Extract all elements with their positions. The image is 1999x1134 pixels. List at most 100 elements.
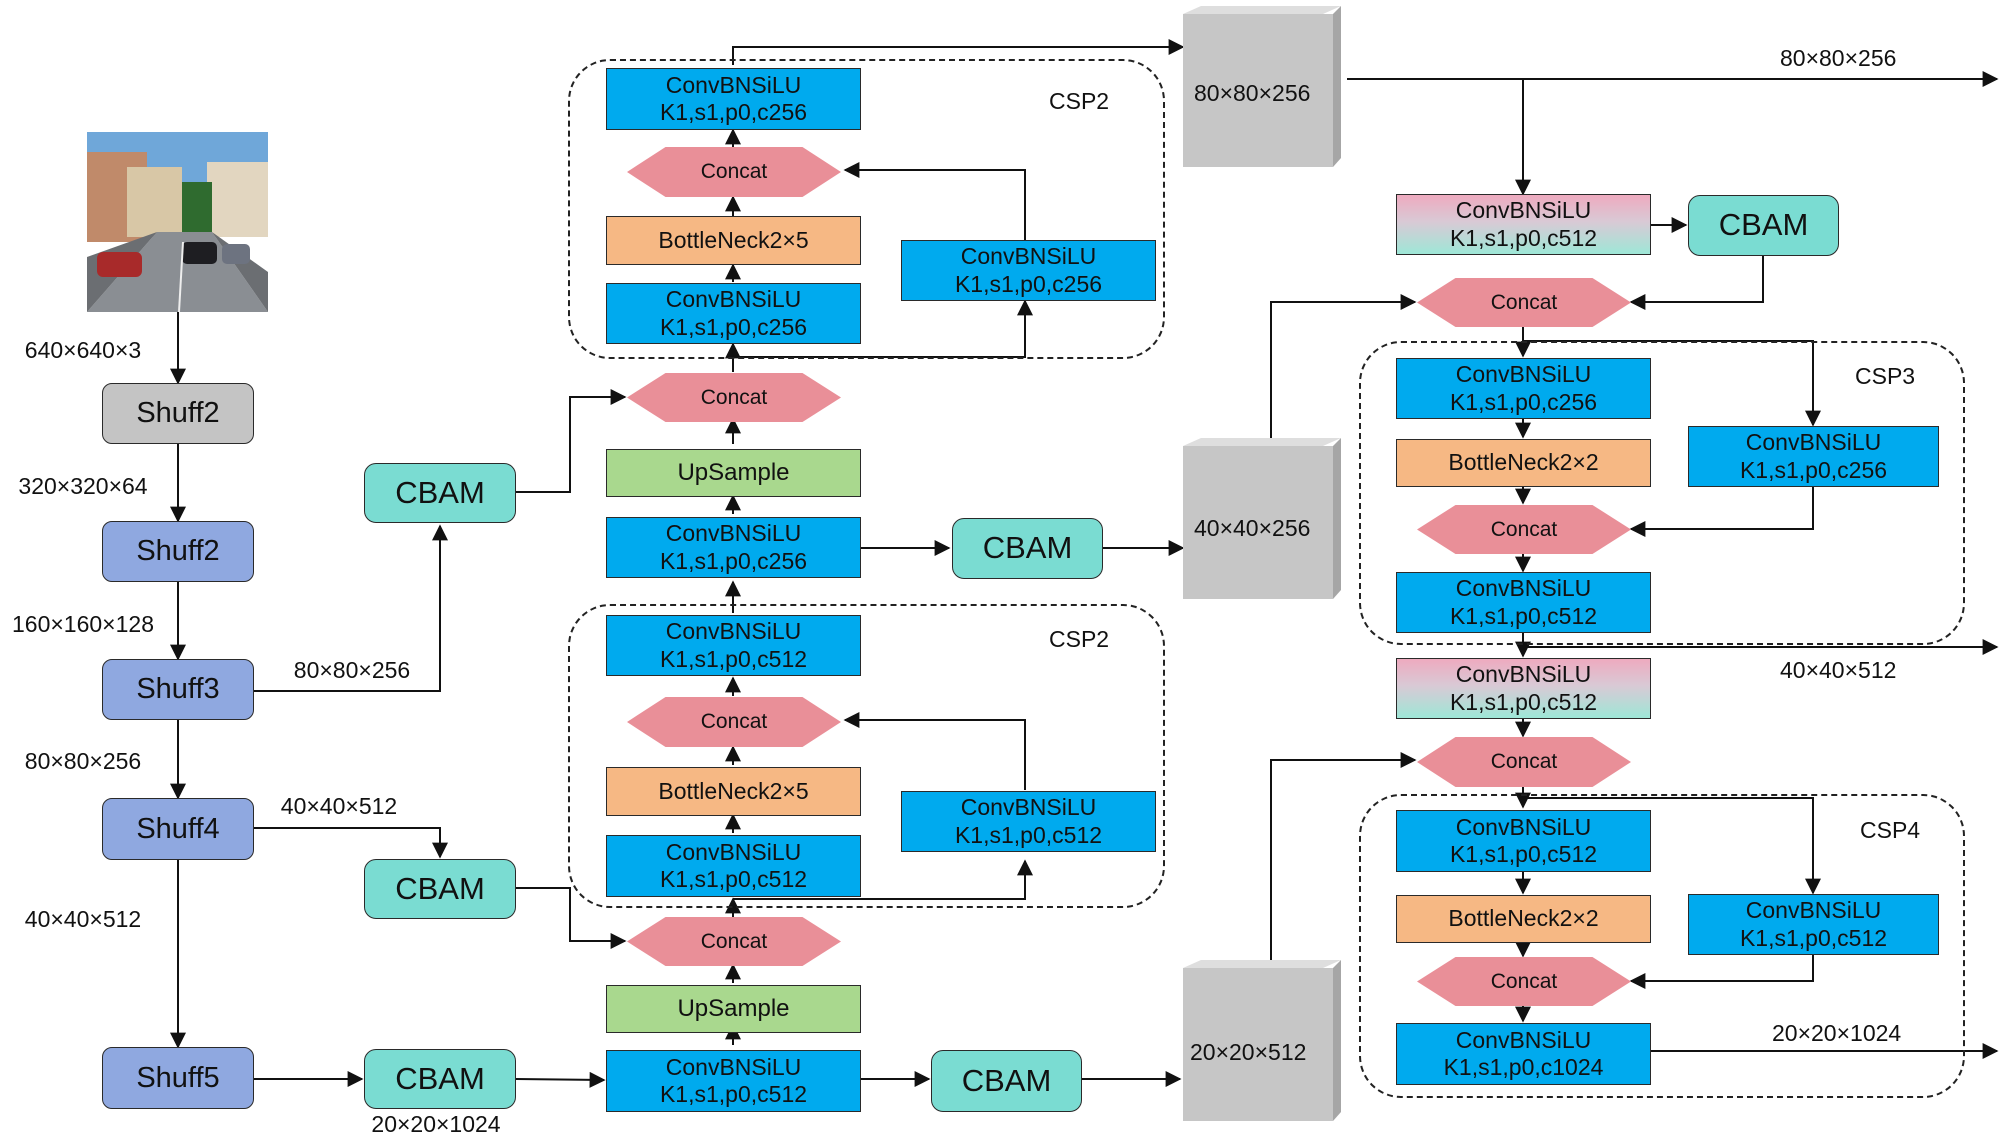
cbam-block-bottom-right: CBAM [931,1050,1082,1112]
conv-title: ConvBNSiLU [1455,575,1592,602]
conv-title: ConvBNSiLU [1455,361,1592,388]
concat-bottom-merge: Concat [627,917,841,966]
bottleneck-csp2-top: BottleNeck2×5 [606,216,861,265]
conv-params: K1,s1,p0,c512 [1449,224,1598,251]
conv-params: K1,s1,p0,c512 [1449,841,1598,867]
conv-params: K1,s1,p0,c256 [659,547,808,574]
bottleneck-csp4: BottleNeck2×2 [1396,895,1651,943]
concat-top-merge: Concat [627,373,841,422]
csp4-region [1359,794,1965,1098]
conv-csp4-in: ConvBNSiLU K1,s1,p0,c512 [1396,810,1651,872]
feature-map-bottom-label: 20×20×512 [1190,1039,1307,1065]
conv-params: K1,s1,p0,c256 [659,313,808,340]
conv-csp2-mid-in: ConvBNSiLU K1,s1,p0,c512 [606,835,861,897]
conv-params: K1,s1,p0,c256 [1449,388,1598,415]
csp4-label: CSP4 [1860,817,1921,843]
conv-right-mid-gradient: ConvBNSiLU K1,s1,p0,c512 [1396,658,1651,719]
conv-title: ConvBNSiLU [1745,897,1882,924]
conv-title: ConvBNSiLU [665,71,802,98]
bottleneck-csp3: BottleNeck2×2 [1396,439,1651,487]
conv-params: K1,s1,p0,c1024 [1443,1054,1604,1080]
conv-params: K1,s1,p0,c512 [954,821,1103,848]
conv-csp2-top-side: ConvBNSiLU K1,s1,p0,c256 [901,240,1156,301]
upsample-top: UpSample [606,449,861,497]
conv-params: K1,s1,p0,c512 [659,1081,808,1107]
conv-csp3-side: ConvBNSiLU K1,s1,p0,c256 [1688,426,1939,487]
conv-title: ConvBNSiLU [665,1053,802,1080]
csp2-label-middle: CSP2 [1049,626,1110,652]
feature-map-mid-label: 40×40×256 [1194,515,1311,541]
output-label-3: 20×20×1024 [1772,1020,1902,1046]
cbam-block-right-top: CBAM [1688,195,1839,256]
shuff4-block: Shuff4 [102,798,254,860]
conv-title: ConvBNSiLU [665,520,802,547]
bottleneck-csp2-mid: BottleNeck2×5 [606,767,861,816]
dim-label-4: 40×40×512 [24,906,142,932]
conv-title: ConvBNSiLU [665,286,802,313]
conv-csp4-out: ConvBNSiLU K1,s1,p0,c1024 [1396,1023,1651,1085]
street-scene-icon [87,132,268,312]
concat-csp2-top: Concat [627,147,841,197]
shuff2-block-1: Shuff2 [102,383,254,444]
feature-cube-top [1183,6,1341,167]
cbam-block-lower: CBAM [364,1049,516,1109]
csp2-region-top [568,59,1165,359]
conv-mid-256: ConvBNSiLU K1,s1,p0,c256 [606,517,861,578]
conv-csp3-out: ConvBNSiLU K1,s1,p0,c512 [1396,572,1651,633]
conv-csp2-mid-out: ConvBNSiLU K1,s1,p0,c512 [606,615,861,676]
cbam-block-upper: CBAM [364,463,516,523]
branch-dim-label-3: 20×20×1024 [371,1111,501,1134]
conv-params: K1,s1,p0,c512 [659,866,808,892]
conv-params: K1,s1,p0,c512 [1739,924,1888,951]
shuff3-block: Shuff3 [102,659,254,720]
upsample-bottom: UpSample [606,985,861,1033]
concat-right-top: Concat [1417,278,1631,327]
conv-title: ConvBNSiLU [665,838,802,865]
dim-label-3: 80×80×256 [24,748,142,774]
conv-csp2-top-out: ConvBNSiLU K1,s1,p0,c256 [606,68,861,130]
conv-params: K1,s1,p0,c256 [954,270,1103,297]
conv-bottom-512: ConvBNSiLU K1,s1,p0,c512 [606,1050,861,1112]
conv-title: ConvBNSiLU [960,794,1097,821]
cbam-block-middle: CBAM [364,859,516,919]
feature-map-top-label: 80×80×256 [1194,80,1311,106]
conv-params: K1,s1,p0,c512 [1449,602,1598,629]
conv-right-top-gradient: ConvBNSiLU K1,s1,p0,c512 [1396,194,1651,255]
concat-csp4: Concat [1417,957,1631,1006]
shuff2-block-2: Shuff2 [102,521,254,582]
output-label-2: 40×40×512 [1780,657,1897,683]
dim-label-1: 320×320×64 [18,473,148,499]
csp2-label-top: CSP2 [1049,88,1110,114]
conv-params: K1,s1,p0,c512 [659,645,808,672]
conv-title: ConvBNSiLU [1455,197,1592,224]
input-dim-label: 640×640×3 [24,337,142,363]
conv-csp2-top-in: ConvBNSiLU K1,s1,p0,c256 [606,283,861,344]
conv-title: ConvBNSiLU [1455,813,1592,840]
csp3-region [1359,341,1965,645]
output-label-1: 80×80×256 [1780,45,1897,71]
dim-label-2: 160×160×128 [12,611,154,637]
input-street-image [87,132,268,312]
conv-title: ConvBNSiLU [960,243,1097,270]
conv-params: K1,s1,p0,c256 [659,99,808,125]
conv-title: ConvBNSiLU [1455,661,1592,688]
branch-dim-label-1: 80×80×256 [293,657,411,683]
conv-csp4-side: ConvBNSiLU K1,s1,p0,c512 [1688,894,1939,955]
feature-cube-mid [1183,438,1341,599]
conv-params: K1,s1,p0,c512 [1449,688,1598,715]
shuff5-block: Shuff5 [102,1047,254,1109]
concat-right-mid: Concat [1417,737,1631,787]
cbam-block-mid-right: CBAM [952,518,1103,579]
conv-params: K1,s1,p0,c256 [1739,456,1888,483]
csp3-label: CSP3 [1855,363,1916,389]
concat-csp2-mid: Concat [627,697,841,747]
concat-csp3: Concat [1417,505,1631,554]
branch-dim-label-2: 40×40×512 [280,793,398,819]
conv-csp2-mid-side: ConvBNSiLU K1,s1,p0,c512 [901,791,1156,852]
conv-csp3-in: ConvBNSiLU K1,s1,p0,c256 [1396,358,1651,419]
feature-cube-bottom [1183,960,1341,1121]
conv-title: ConvBNSiLU [665,618,802,645]
csp2-region-middle [568,604,1165,908]
